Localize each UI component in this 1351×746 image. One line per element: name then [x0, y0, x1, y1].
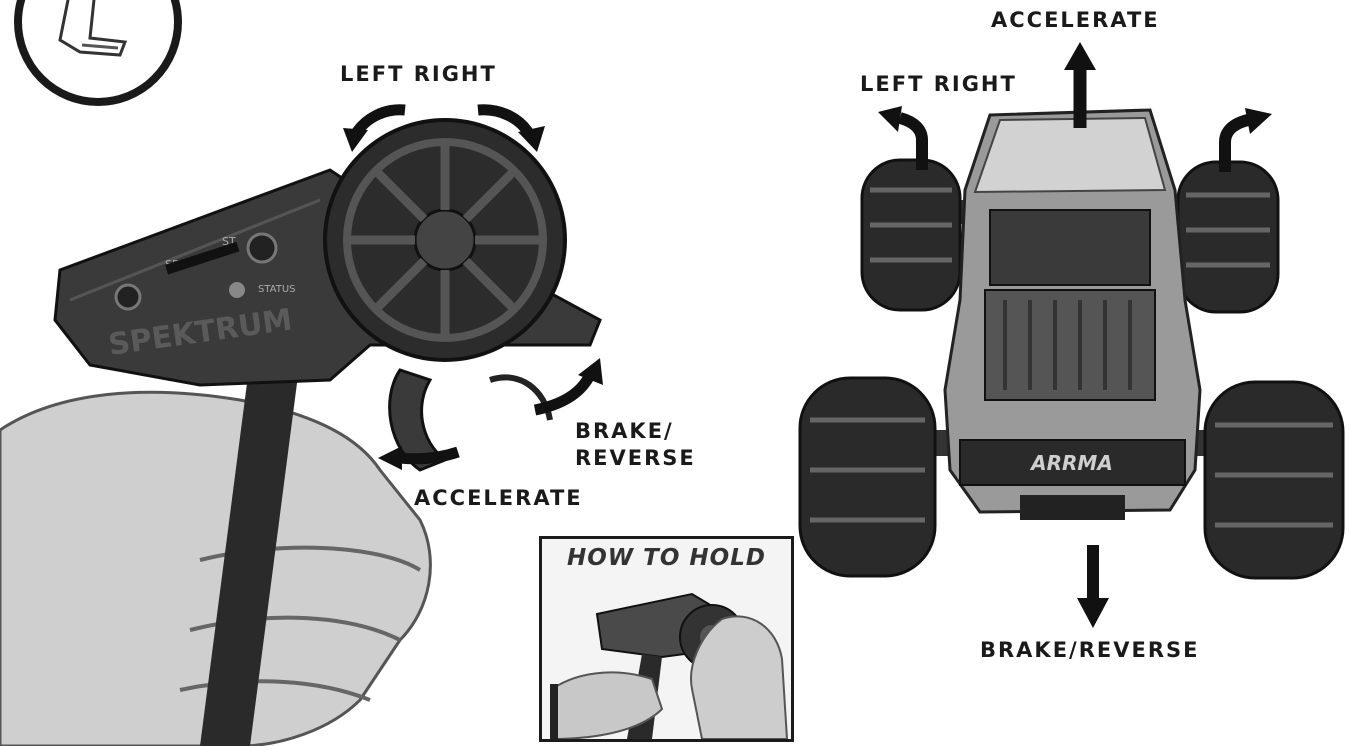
transmitter-status-text: STATUS — [258, 284, 296, 295]
how-to-hold-inset: HOW TO HOLD — [539, 536, 794, 742]
status-led-icon — [229, 282, 245, 298]
monster-truck-photo: ARRMA — [798, 108, 1345, 580]
truck-wheel-icon — [798, 158, 1345, 580]
transmitter-photo: SPEKTRUM SR ST STATUS — [0, 118, 602, 746]
accelerate-arrow-icon — [378, 446, 460, 470]
inset-title: HOW TO HOLD — [567, 545, 766, 571]
left-accelerate-label: ACCELERATE — [414, 486, 583, 510]
right-brake-reverse-label: BRAKE/REVERSE — [980, 638, 1200, 662]
right-accelerate-label: ACCELERATE — [991, 8, 1160, 32]
truck-brand-text: ARRMA — [1029, 451, 1113, 475]
how-to-hold-photo — [550, 592, 789, 739]
truck-steer-left-arrow-icon — [878, 106, 928, 170]
right-steering-label: LEFT RIGHT — [860, 72, 1017, 96]
truck-brake-arrow-icon — [1077, 545, 1109, 628]
brake-arrow-icon — [533, 358, 603, 416]
steering-wheel-icon — [323, 118, 567, 362]
truck-accelerate-arrow-icon — [1064, 42, 1096, 128]
transmitter-badge-icon — [14, 0, 182, 106]
steering-arrows-icon — [343, 104, 545, 152]
trim-knob-icon — [246, 232, 278, 264]
left-steering-label: LEFT RIGHT — [340, 62, 497, 86]
left-brake-reverse-label: BRAKE/ REVERSE — [575, 419, 696, 470]
trim-knob-icon — [114, 283, 142, 311]
truck-steer-right-arrow-icon — [1219, 108, 1272, 172]
throttle-trigger-icon — [388, 368, 448, 472]
